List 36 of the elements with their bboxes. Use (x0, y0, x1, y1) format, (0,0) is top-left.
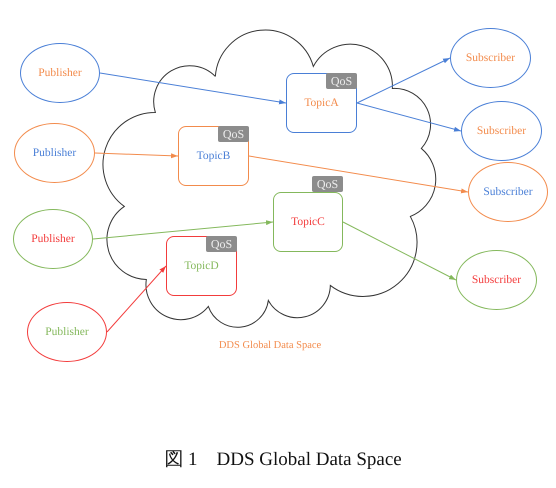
node-label: Publisher (45, 326, 89, 338)
ellipse-node (461, 101, 542, 161)
arrow (356, 58, 450, 104)
ellipse-node (450, 28, 531, 88)
cloud-label: DDS Global Data Space (218, 340, 322, 352)
arrow (248, 156, 468, 194)
node-label: Subscriber (466, 52, 516, 64)
figure-caption: 図 1 DDS Global Data Space (164, 450, 402, 471)
node-label: Publisher (38, 66, 82, 80)
node-label: Subscriber (483, 186, 533, 198)
node-label: TopicD (184, 260, 219, 272)
arrow (100, 72, 286, 104)
node-label: TopicB (196, 150, 230, 162)
qos-tag: QoS (218, 126, 249, 142)
node-label: Subscriber (472, 274, 522, 286)
node-label: Publisher (32, 146, 76, 160)
ellipse-node (13, 209, 93, 269)
node-label: TopicA (304, 96, 339, 110)
arrow (356, 102, 462, 132)
qos-tag: QoS (326, 73, 357, 89)
node-label: TopicC (291, 216, 325, 228)
ellipse-node (456, 250, 537, 310)
rounded-box (166, 236, 237, 296)
qos-tag: QoS (312, 176, 343, 192)
ellipse-node (27, 302, 107, 362)
arrow (94, 152, 178, 158)
arrow (106, 266, 166, 332)
rounded-box (178, 126, 249, 186)
node-label: Subscriber (476, 124, 526, 138)
ellipse-node (468, 162, 548, 222)
rounded-box (286, 73, 357, 133)
ellipse-node (14, 123, 95, 183)
ellipse-node (20, 43, 100, 103)
qos-tag: QoS (206, 236, 237, 252)
arrow (342, 222, 456, 280)
node-label: Publisher (31, 232, 75, 246)
